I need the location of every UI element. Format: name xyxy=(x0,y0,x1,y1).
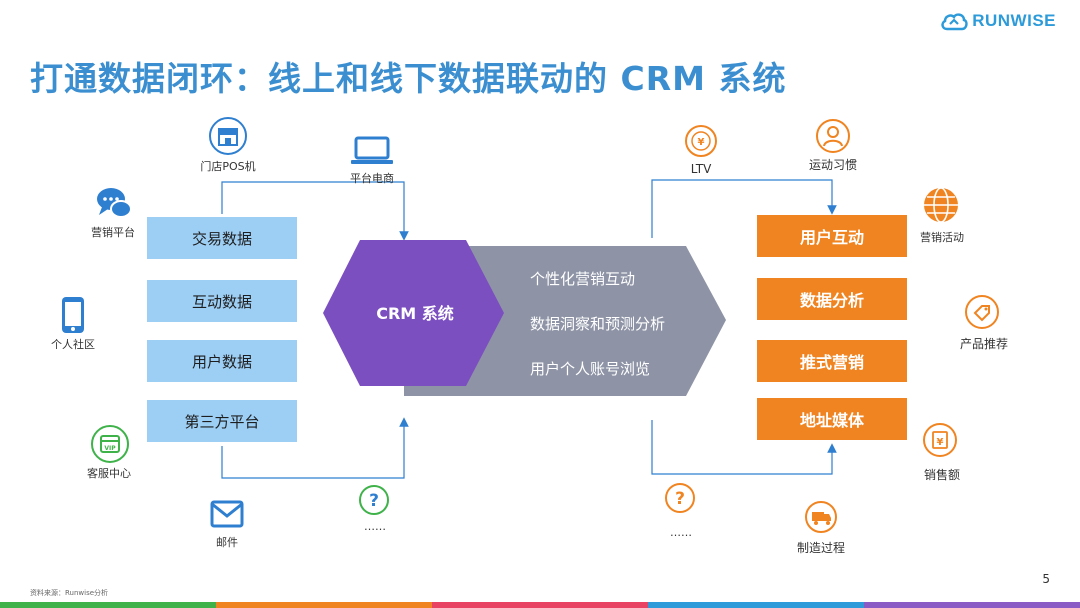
yen-cycle-icon: ¥ xyxy=(685,125,717,157)
right-more-caption: …… xyxy=(670,526,692,539)
store-icon xyxy=(209,117,247,155)
product-tag-icon xyxy=(965,295,999,329)
left-box-users: 用户数据 xyxy=(147,340,297,382)
right-box-analytics: 数据分析 xyxy=(757,278,907,320)
marketing-platform-caption: 营销平台 xyxy=(91,226,135,239)
crm-label: CRM 系统 xyxy=(376,304,454,323)
brand-name: RUNWISE xyxy=(972,11,1056,30)
crm-hexagon xyxy=(323,240,504,386)
sales-icon: ¥ xyxy=(923,423,957,457)
feature-item: 数据洞察和预测分析 xyxy=(530,315,666,333)
question-icon: ? xyxy=(665,483,695,513)
mail-icon xyxy=(210,500,244,528)
svg-text:?: ? xyxy=(675,489,685,509)
right-box-push-marketing: 推式营销 xyxy=(757,340,907,382)
ecommerce-caption: 平台电商 xyxy=(350,172,394,185)
brand-logo: RUNWISE xyxy=(940,10,1056,32)
laptop-icon xyxy=(351,136,393,164)
right-box-engagement: 用户互动 xyxy=(757,215,907,257)
globe-icon xyxy=(924,187,958,223)
page-number: 5 xyxy=(1042,572,1050,586)
social-caption: 个人社区 xyxy=(51,338,95,351)
sports-caption: 运动习惯 xyxy=(808,158,857,172)
user-icon xyxy=(816,119,850,153)
left-more-caption: …… xyxy=(364,520,386,533)
vip-calendar-icon: VIP xyxy=(91,425,129,463)
campaign-caption: 营销活动 xyxy=(920,231,964,244)
svg-text:¥: ¥ xyxy=(698,137,705,148)
manufacturing-caption: 制造过程 xyxy=(796,541,845,555)
cloud-logo-icon xyxy=(941,13,968,31)
svg-text:VIP: VIP xyxy=(104,445,116,452)
footer-bar-purple xyxy=(864,602,1080,608)
svg-text:¥: ¥ xyxy=(937,437,944,448)
left-box-interactions: 互动数据 xyxy=(147,280,297,322)
pos-caption: 门店POS机 xyxy=(200,160,256,173)
truck-icon xyxy=(805,501,837,533)
footer-bar-orange xyxy=(216,602,432,608)
page-title: 打通数据闭环：线上和线下数据联动的 CRM 系统 xyxy=(30,59,787,98)
phone-icon xyxy=(62,297,84,333)
feature-item: 个性化营销互动 xyxy=(530,270,636,288)
left-box-third-party: 第三方平台 xyxy=(147,400,297,442)
recommend-caption: 产品推荐 xyxy=(959,337,1008,351)
question-icon: ? xyxy=(359,485,389,515)
chat-icon xyxy=(97,188,132,218)
service-caption: 客服中心 xyxy=(87,467,131,480)
footer-bar-pink xyxy=(432,602,648,608)
feature-item: 用户个人账号浏览 xyxy=(530,360,651,378)
footer-bar-green xyxy=(0,602,216,608)
source-note: 资料来源：Runwise分析 xyxy=(30,589,109,597)
left-box-transactions: 交易数据 xyxy=(147,217,297,259)
footer-bar-blue xyxy=(648,602,864,608)
mail-caption: 邮件 xyxy=(216,536,238,549)
sales-caption: 销售额 xyxy=(923,468,960,482)
svg-text:?: ? xyxy=(369,491,379,511)
ltv-caption: LTV xyxy=(690,162,712,176)
right-box-address-media: 地址媒体 xyxy=(757,398,907,440)
